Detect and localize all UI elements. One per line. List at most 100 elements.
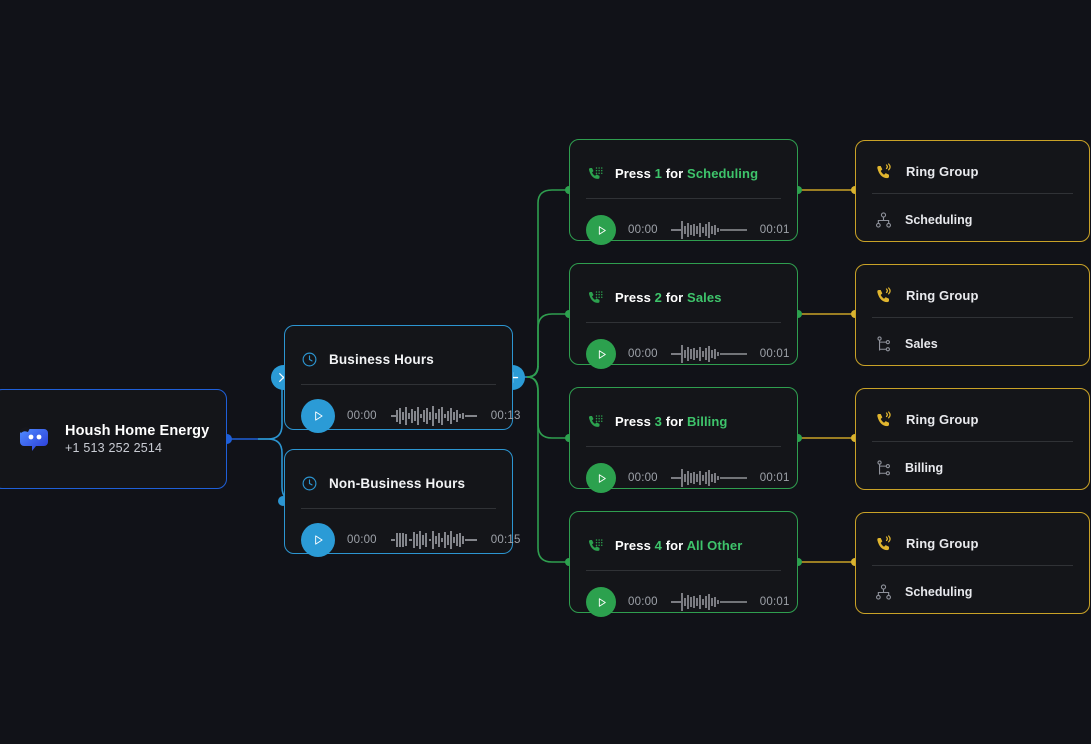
card-divider <box>301 384 496 385</box>
play-icon <box>598 473 606 483</box>
play-button[interactable] <box>586 215 616 245</box>
root-node-housh-home-energy[interactable]: Housh Home Energy +1 513 252 2514 <box>0 389 227 489</box>
audio-end-time: 00:13 <box>490 410 521 422</box>
ring-group-title: Ring Group <box>906 535 979 551</box>
ivr-digit: 2 <box>654 290 662 305</box>
ivr-digit: 1 <box>654 166 662 181</box>
audio-player[interactable]: 00:00 00:01 <box>570 447 797 509</box>
card-divider <box>586 198 781 199</box>
audio-end-time: 00:01 <box>759 472 790 484</box>
audio-player[interactable]: 00:00 00:15 <box>285 509 520 571</box>
card-divider <box>586 322 781 323</box>
ring-group-name: Scheduling <box>905 213 973 227</box>
audio-player[interactable]: 00:00 00:13 <box>285 385 520 447</box>
ivr-card-1[interactable]: Press 1 for Scheduling 00:00 <box>569 139 798 245</box>
ivr-card-2[interactable]: Press 2 for Sales 00:00 <box>569 263 798 369</box>
ivr-card-title: Press 1 for Scheduling <box>615 166 759 181</box>
card-divider <box>586 570 781 571</box>
ivr-card-title: Press 3 for Billing <box>615 414 728 429</box>
card-divider <box>872 193 1073 194</box>
ivr-digit: 4 <box>654 538 662 553</box>
ring-group-card-2[interactable]: Ring Group Sales <box>855 264 1090 366</box>
ivr-output-dot-1[interactable] <box>794 186 802 194</box>
card-header: Press 2 for Sales <box>570 264 797 316</box>
audio-player[interactable]: 00:00 00:01 <box>570 571 797 633</box>
ivr-output-dot-2[interactable] <box>794 310 802 318</box>
ivr-output-dot-4[interactable] <box>794 558 802 566</box>
card-divider <box>872 565 1073 566</box>
audio-waveform <box>670 344 748 364</box>
audio-start-time: 00:00 <box>628 224 658 236</box>
ivr-output-dot-3[interactable] <box>794 434 802 442</box>
branch-icon <box>877 335 890 351</box>
ring-group-header: Ring Group <box>856 141 1089 193</box>
dialpad-phone-icon <box>589 414 603 427</box>
ivr-card-title: Press 2 for Sales <box>615 290 722 305</box>
audio-waveform <box>389 405 479 427</box>
dialpad-phone-icon <box>589 166 603 179</box>
ivr-card-3[interactable]: Press 3 for Billing 00:00 <box>569 387 798 493</box>
ivr-card-4[interactable]: Press 4 for All Other 00:00 <box>569 511 798 617</box>
play-button[interactable] <box>586 587 616 617</box>
play-button[interactable] <box>586 339 616 369</box>
ring-group-title: Ring Group <box>906 287 979 303</box>
ivr-digit: 3 <box>654 414 662 429</box>
org-chart-icon <box>875 583 892 600</box>
card-header: Non-Business Hours <box>285 450 512 502</box>
ring-group-card-3[interactable]: Ring Group Billing <box>855 388 1090 490</box>
schedule-card-business-hours[interactable]: Business Hours 00:00 <box>284 325 520 433</box>
ring-group-member[interactable]: Billing <box>856 442 1089 494</box>
root-phone-number: +1 513 252 2514 <box>65 441 163 455</box>
play-button[interactable] <box>586 463 616 493</box>
play-icon <box>598 225 606 235</box>
audio-start-time: 00:00 <box>628 348 658 360</box>
play-icon <box>598 597 606 607</box>
card-header: Press 4 for All Other <box>570 512 797 564</box>
root-output-dot[interactable] <box>222 434 232 444</box>
audio-end-time: 00:01 <box>759 348 790 360</box>
ring-group-member[interactable]: Sales <box>856 318 1089 370</box>
ring-group-member[interactable]: Scheduling <box>856 194 1089 246</box>
play-icon <box>598 349 606 359</box>
play-icon <box>315 535 323 545</box>
audio-end-time: 00:01 <box>759 224 790 236</box>
audio-start-time: 00:00 <box>347 410 377 422</box>
ringing-phone-icon <box>877 287 891 303</box>
clock-icon <box>302 476 317 491</box>
card-title: Business Hours <box>329 352 434 367</box>
ring-group-header: Ring Group <box>856 389 1089 441</box>
ring-group-card-4[interactable]: Ring Group Scheduling <box>855 512 1090 614</box>
audio-player[interactable]: 00:00 00:01 <box>570 323 797 385</box>
clock-icon <box>302 352 317 367</box>
audio-waveform <box>670 592 748 612</box>
ring-group-name: Sales <box>905 337 938 351</box>
play-button[interactable] <box>301 399 335 433</box>
audio-start-time: 00:00 <box>628 472 658 484</box>
ivr-destination: Scheduling <box>687 166 759 181</box>
audio-waveform <box>670 220 748 240</box>
ring-group-name: Billing <box>905 461 944 475</box>
card-header: Press 3 for Billing <box>570 388 797 440</box>
ring-group-member[interactable]: Scheduling <box>856 566 1089 618</box>
audio-end-time: 00:01 <box>759 596 790 608</box>
ring-group-header: Ring Group <box>856 265 1089 317</box>
audio-player[interactable]: 00:00 00:01 <box>570 199 797 261</box>
play-icon <box>315 411 323 421</box>
org-chart-icon <box>875 211 892 228</box>
audio-waveform <box>670 468 748 488</box>
card-header: Press 1 for Scheduling <box>570 140 797 192</box>
card-divider <box>872 317 1073 318</box>
non-business-input-dot[interactable] <box>278 496 288 506</box>
root-title: Housh Home Energy <box>65 423 210 439</box>
schedule-card-non-business-hours[interactable]: Non-Business Hours 00:00 <box>284 449 520 557</box>
ivr-destination: Sales <box>687 290 722 305</box>
ring-group-title: Ring Group <box>906 411 979 427</box>
ring-group-card-1[interactable]: Ring Group Scheduling <box>855 140 1090 242</box>
audio-start-time: 00:00 <box>347 534 377 546</box>
dialpad-phone-icon <box>589 538 603 551</box>
audio-waveform <box>389 529 479 551</box>
play-button[interactable] <box>301 523 335 557</box>
ringing-phone-icon <box>877 411 891 427</box>
